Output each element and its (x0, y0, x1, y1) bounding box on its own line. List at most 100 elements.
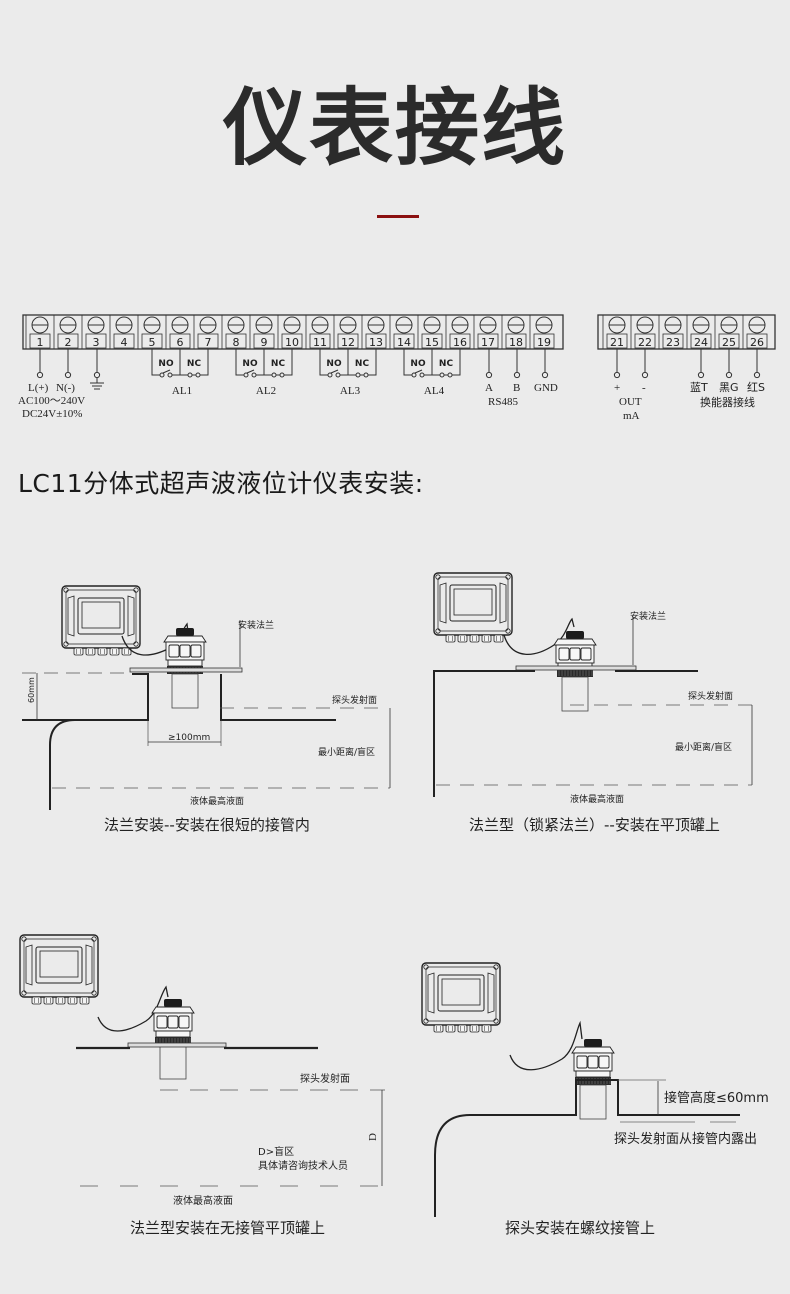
display-screen (35, 946, 83, 984)
screw-icon (535, 316, 553, 334)
cable-gland-icon (481, 634, 492, 643)
screw-icon (199, 316, 217, 334)
screw-icon (720, 316, 738, 334)
controller-unit (433, 572, 513, 643)
liquid-level-label: 液体最高液面 (173, 1194, 233, 1207)
main-terminal-8: 8 (221, 315, 247, 349)
power-n-label: N(-) (56, 382, 75, 394)
power-l-label: L(+) (28, 382, 49, 394)
height-label: 60mm (27, 677, 36, 703)
screw-icon (227, 316, 245, 334)
pipe-width-label: ≥100mm (168, 733, 210, 743)
main-terminal-17: 17 (473, 315, 499, 349)
cable-gland-icon (469, 1024, 480, 1033)
screw-icon (59, 316, 77, 334)
terminal-number: 24 (694, 336, 708, 349)
emit-label: 探头发射面 (688, 690, 733, 702)
cable-gland-icon (121, 647, 132, 656)
mounting-flange (127, 1042, 227, 1048)
cable-gland-icon (433, 1024, 444, 1033)
ultrasonic-sensor (151, 999, 195, 1080)
cable-gland-icon (31, 996, 42, 1005)
cable-gland-icon (457, 1024, 468, 1033)
threaded-nozzle (434, 1079, 740, 1217)
transducer-blue-label: 蓝T (690, 381, 708, 394)
relay-nc-label: NC (271, 359, 286, 369)
screw-icon (143, 316, 161, 334)
screw-icon (636, 316, 654, 334)
transducer-red-label: 红S (747, 381, 765, 394)
display-screen (77, 597, 125, 635)
rs485-label: RS485 (488, 396, 518, 408)
cable-gland-icon (67, 996, 78, 1005)
install-diagram-3: 探头发射面 D D>盲区 具体请咨询技术人员 液体最高液面 (19, 934, 385, 1207)
rs485-gnd-label: GND (534, 382, 558, 394)
d-note-2: 具体请咨询技术人员 (258, 1159, 348, 1172)
screw-icon (664, 316, 682, 334)
cable-gland-icon (445, 634, 456, 643)
screw-icon (171, 316, 189, 334)
relay-no-label: NO (158, 359, 174, 369)
flange-label: 安装法兰 (238, 619, 274, 631)
blind-zone-label: 最小距离/盲区 (675, 741, 732, 753)
aux-terminal-23: 23 (658, 315, 684, 349)
terminal-number: 1 (37, 336, 44, 349)
out-minus-label: - (642, 382, 646, 394)
terminal-number: 17 (481, 336, 495, 349)
transducer-body (171, 673, 199, 709)
aux-terminal-21: 21 (602, 315, 628, 349)
cable-gland-icon (469, 634, 480, 643)
emit-label: 探头发射面 (300, 1072, 350, 1085)
main-terminal-18: 18 (501, 315, 527, 349)
screw-icon (115, 316, 133, 334)
terminal-number: 12 (341, 336, 355, 349)
screw-icon (748, 316, 766, 334)
aux-leads (613, 349, 761, 379)
display-screen (437, 974, 485, 1012)
terminal-number: 15 (425, 336, 439, 349)
main-terminal-16: 16 (445, 315, 471, 349)
terminal-number: 11 (313, 336, 327, 349)
lock-nut (155, 1037, 191, 1045)
screw-icon (311, 316, 329, 334)
sensor-cap (584, 1039, 602, 1047)
screw-icon (283, 316, 301, 334)
terminal-number: 13 (369, 336, 383, 349)
main-terminal-10: 10 (277, 315, 303, 349)
d-label: D (367, 1133, 379, 1141)
main-terminal-9: 9 (249, 315, 275, 349)
main-terminal-11: 11 (305, 315, 331, 349)
screw-icon (367, 316, 385, 334)
terminal-number: 10 (285, 336, 299, 349)
out-ma-label: mA (623, 410, 640, 422)
main-terminal-19: 19 (529, 315, 555, 349)
transducer-label: 换能器接线 (700, 395, 755, 409)
lock-flange (515, 665, 637, 671)
emit-label: 探头发射面从接管内露出 (614, 1131, 757, 1147)
terminal-number: 22 (638, 336, 652, 349)
screw-icon (507, 316, 525, 334)
diagram-4-caption: 探头安装在螺纹接管上 (505, 1219, 656, 1237)
cable (509, 1020, 583, 1071)
cable-gland-icon (43, 996, 54, 1005)
install-diagram-2: 安装法兰 探头发射面 最小距离/盲区 液体最高液面 (433, 572, 753, 805)
blind-zone-label: 最小距离/盲区 (318, 746, 375, 758)
main-terminal-13: 13 (361, 315, 387, 349)
aux-terminal-24: 24 (686, 315, 712, 349)
screw-icon (87, 316, 105, 334)
terminal-number: 8 (233, 336, 240, 349)
cable-gland-icon (481, 1024, 492, 1033)
cable-gland-icon (85, 647, 96, 656)
screw-icon (423, 316, 441, 334)
power-leads (36, 349, 101, 379)
screw-icon (479, 316, 497, 334)
main-terminal-7: 7 (193, 315, 219, 349)
flange-label: 安装法兰 (630, 610, 666, 622)
diagram-2-caption: 法兰型（锁紧法兰）--安装在平顶罐上 (469, 816, 720, 834)
relay-nc-label: NC (355, 359, 370, 369)
terminal-number: 26 (750, 336, 764, 349)
relay-no-label: NO (410, 359, 426, 369)
mounting-flange (129, 667, 243, 673)
